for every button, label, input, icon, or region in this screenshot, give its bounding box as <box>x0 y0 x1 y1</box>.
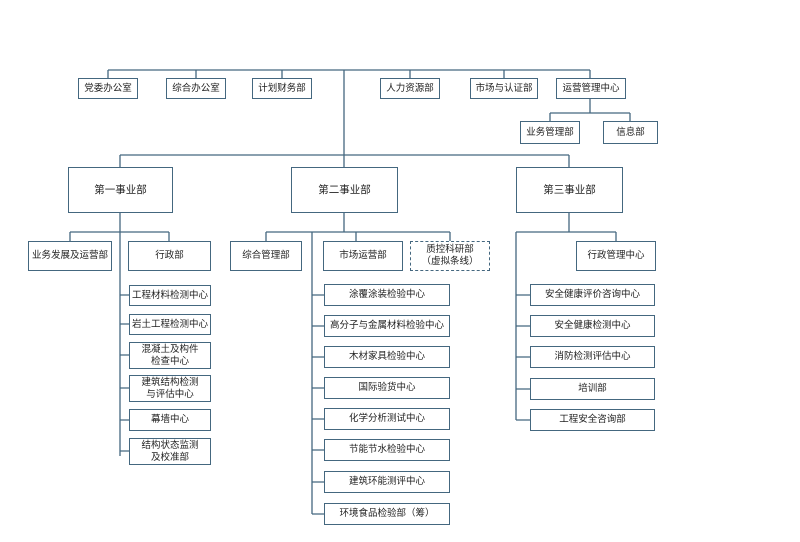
div2-general-mgmt-box: 综合管理部 <box>230 241 302 271</box>
business-mgmt-box: 业务管理部 <box>520 121 580 144</box>
div3-center-box: 安全健康评价咨询中心 <box>530 284 655 306</box>
div1-center-box: 岩土工程检测中心 <box>129 314 211 335</box>
div3-center-box: 培训部 <box>530 378 655 400</box>
div3-center-box: 安全健康检测中心 <box>530 315 655 337</box>
div2-center-box: 化学分析测试中心 <box>324 408 450 430</box>
div1-center-box: 混凝土及构件 检查中心 <box>129 342 211 369</box>
div2-qc-rd-box: 质控科研部 （虚拟条线） <box>410 241 490 271</box>
div2-center-box: 涂覆涂装检验中心 <box>324 284 450 306</box>
div2-center-box: 国际验货中心 <box>324 377 450 399</box>
div2-center-box: 建筑环能测评中心 <box>324 471 450 493</box>
div2-center-box: 环境食品检验部（筹） <box>324 503 450 525</box>
div2-center-box: 木材家具检验中心 <box>324 346 450 368</box>
division-3-box: 第三事业部 <box>516 167 623 213</box>
hr-box: 人力资源部 <box>380 78 440 99</box>
finance-box: 计划财务部 <box>252 78 312 99</box>
div1-biz-dev-box: 业务发展及运营部 <box>28 241 112 271</box>
division-2-box: 第二事业部 <box>291 167 398 213</box>
market-cert-box: 市场与认证部 <box>470 78 538 99</box>
div2-center-box: 高分子与金属材料检验中心 <box>324 315 450 337</box>
div3-center-box: 消防检测评估中心 <box>530 346 655 368</box>
div1-admin-box: 行政部 <box>128 241 211 271</box>
division-1-box: 第一事业部 <box>68 167 173 213</box>
info-dept-box: 信息部 <box>603 121 658 144</box>
div3-center-box: 工程安全咨询部 <box>530 409 655 431</box>
div2-center-box: 节能节水检验中心 <box>324 439 450 461</box>
party-office-box: 党委办公室 <box>78 78 138 99</box>
div1-center-box: 建筑结构检测 与评估中心 <box>129 375 211 402</box>
div1-center-box: 幕墙中心 <box>129 409 211 431</box>
div3-admin-center-box: 行政管理中心 <box>576 241 656 271</box>
div1-center-box: 结构状态监测 及校准部 <box>129 438 211 465</box>
div2-market-ops-box: 市场运营部 <box>323 241 403 271</box>
ops-center-box: 运营管理中心 <box>556 78 626 99</box>
div1-center-box: 工程材料检测中心 <box>129 285 211 306</box>
general-office-box: 综合办公室 <box>166 78 226 99</box>
